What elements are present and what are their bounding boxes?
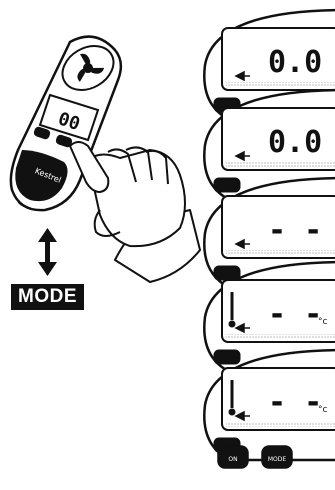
lcd-shading <box>226 334 335 339</box>
thermometer-bulb-icon <box>229 409 236 416</box>
lcd-unit: °c <box>318 405 328 415</box>
card-on-button[interactable] <box>214 178 240 192</box>
lcd-reading: 0.0 <box>268 45 322 80</box>
pressing-hand <box>70 142 200 282</box>
lcd-reading: - - <box>268 385 322 420</box>
lcd-shading <box>226 162 335 167</box>
lcd-shading <box>226 82 335 87</box>
thermometer-bulb-icon <box>229 321 236 328</box>
card-on-button[interactable] <box>214 350 240 364</box>
lcd-reading: - - <box>268 213 322 248</box>
bottom-button-label: MODE <box>268 456 287 463</box>
lcd-shading <box>226 422 335 427</box>
lcd-reading: 0.0 <box>268 125 322 160</box>
bottom-button-label: ON <box>228 456 237 463</box>
lcd-unit: °c <box>318 317 328 327</box>
up-down-arrow-icon <box>38 228 57 276</box>
lcd-reading: - - <box>268 297 322 332</box>
card-on-button[interactable] <box>214 266 240 280</box>
lcd-shading <box>226 250 335 255</box>
mode-label: MODE <box>11 284 84 310</box>
